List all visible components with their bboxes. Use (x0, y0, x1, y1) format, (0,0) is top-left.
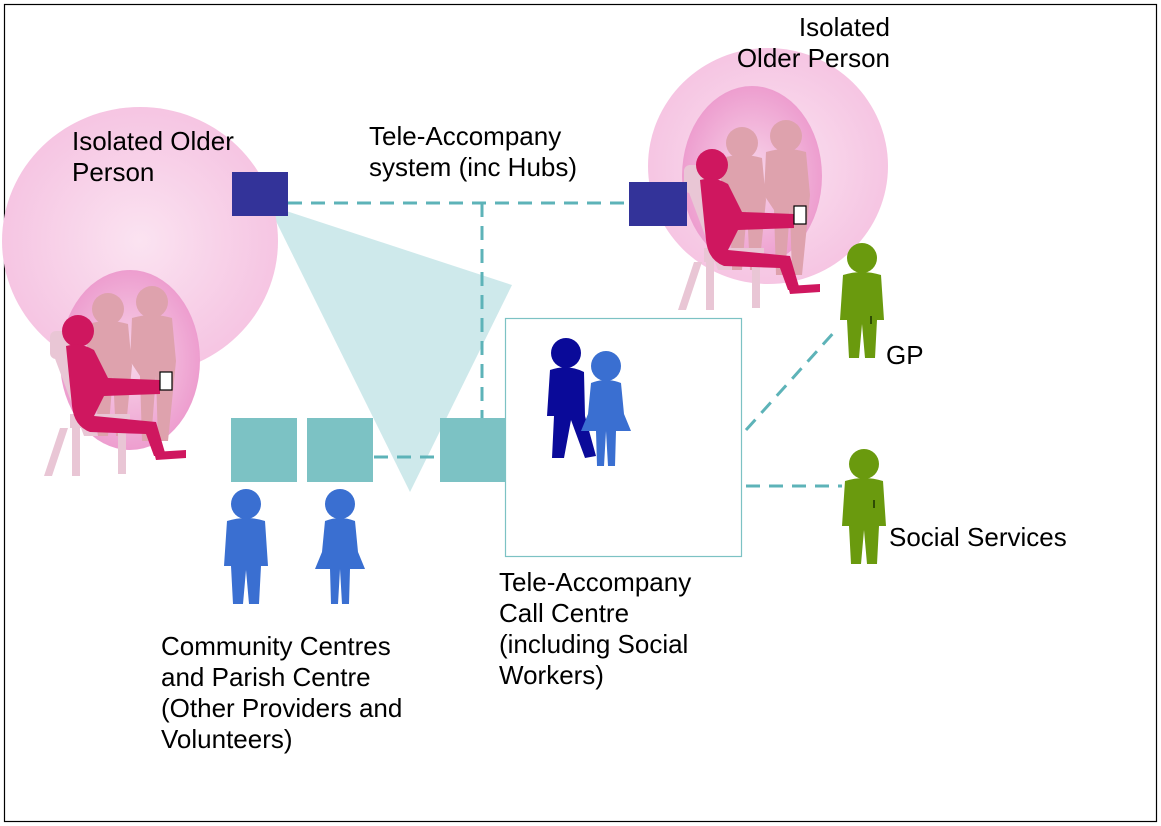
label-line: Older Person (736, 43, 890, 73)
diagram-frame (3, 3, 1158, 823)
isolated-older-person-right (648, 48, 888, 311)
label-line: Social Services (889, 522, 1067, 552)
label-line: (including Social (499, 629, 689, 659)
social-services-person-icon (842, 449, 886, 564)
label-call-centre: Tele-Accompany Call Centre (including So… (499, 567, 691, 691)
label-line: Isolated Older (72, 126, 234, 156)
community-volunteers (224, 489, 365, 604)
community-centre-box (231, 418, 297, 482)
label-line: Person (72, 157, 155, 187)
label-social-services: Social Services (889, 522, 1067, 553)
label-line: Tele-Accompany (499, 567, 692, 597)
label-line: GP (886, 340, 924, 370)
label-line: Workers) (499, 660, 604, 690)
label-gp: GP (886, 340, 924, 371)
label-line: (Other Providers and (161, 693, 403, 723)
label-community-centres: Community Centres and Parish Centre (Oth… (161, 631, 402, 755)
call-centre-frame (504, 317, 743, 558)
label-tele-accompany-system: Tele-Accompany system (inc Hubs) (369, 121, 577, 183)
label-line: Isolated (798, 12, 890, 42)
label-isolated-older-person-left: Isolated Older Person (72, 126, 234, 188)
gp-person-icon (840, 243, 884, 358)
hub-signal-beam (268, 205, 512, 492)
label-line: Tele-Accompany (369, 121, 562, 151)
label-line: and Parish Centre (161, 662, 371, 692)
hub-icon-right (629, 182, 687, 226)
parish-centre-box (307, 418, 373, 482)
label-isolated-older-person-right: Isolated Older Person (728, 12, 890, 74)
label-line: Volunteers) (161, 724, 293, 754)
isolated-older-person-left (2, 107, 278, 477)
call-centre-workers (547, 338, 631, 466)
label-line: Community Centres (161, 631, 391, 661)
call-centre-hub-box (440, 418, 506, 482)
label-line: system (inc Hubs) (369, 152, 578, 182)
hub-icon-left (232, 172, 288, 216)
label-line: Call Centre (499, 598, 630, 628)
